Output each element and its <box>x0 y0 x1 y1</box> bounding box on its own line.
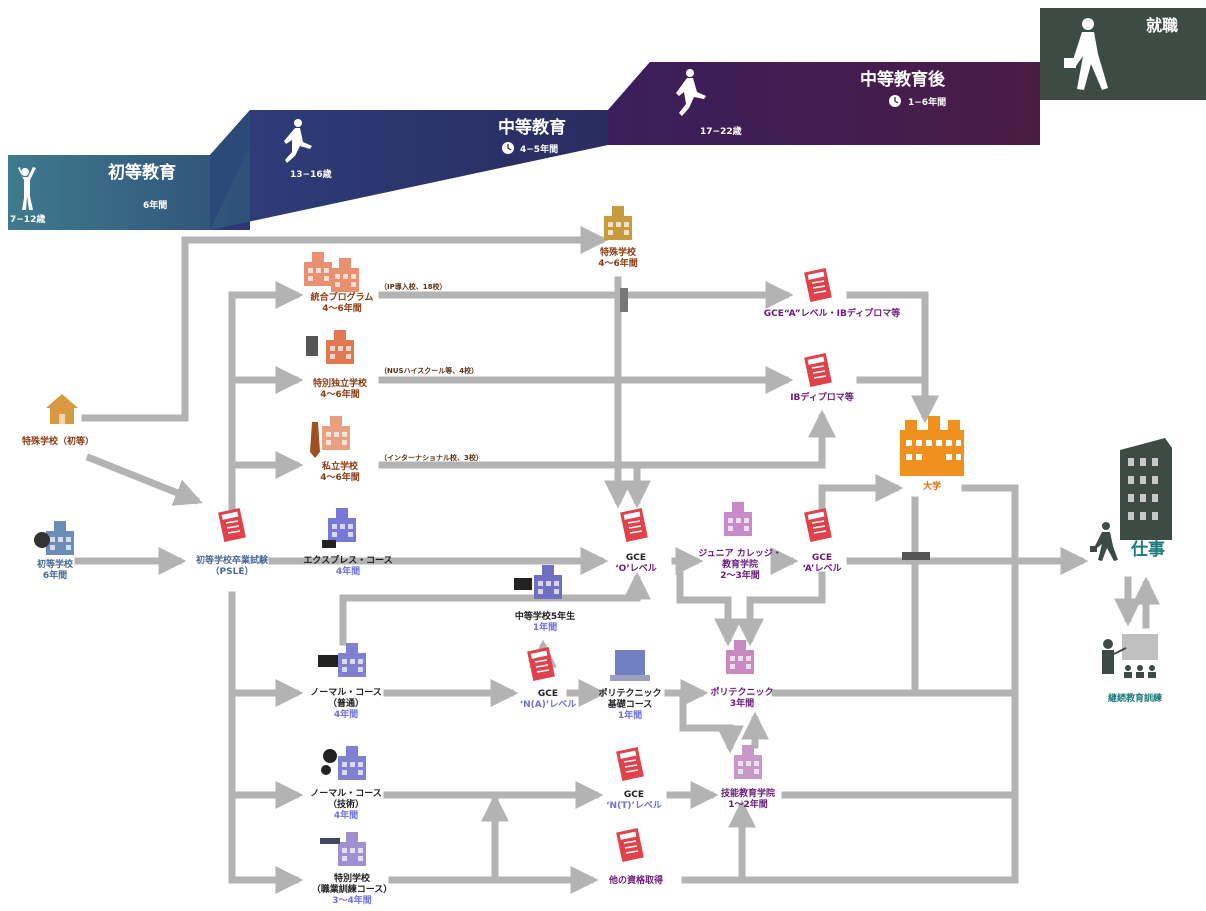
connector-lines <box>74 226 1160 894</box>
primary-school-icon <box>34 521 74 555</box>
stage-duration-primary: 6年間 <box>143 201 168 211</box>
university-icon <box>900 416 964 476</box>
stage-age-post-secondary: 17−22歳 <box>700 127 742 137</box>
stage-age-primary: 7−12歳 <box>10 215 46 225</box>
independent-school-icon <box>306 330 354 364</box>
clock-icon-2 <box>889 95 901 107</box>
stage-band-work <box>1040 8 1206 145</box>
clock-icon <box>502 142 514 154</box>
gce-o-label: GCE‘O’レベル <box>615 553 657 574</box>
integrated-program-note: （IP導入校、18校） <box>380 283 447 291</box>
walking-person-icon <box>1064 18 1108 90</box>
normal-academic-label: ノーマル・コース（普通）4年間 <box>310 688 382 720</box>
normal-technical-icon <box>321 746 366 780</box>
stage-title-work: 就職 <box>1146 16 1179 35</box>
walking-person-icon-work <box>1090 522 1118 561</box>
stage-band-secondary <box>210 62 650 230</box>
exam-paper-icon-gce-nt <box>615 746 645 782</box>
ite-icon <box>734 745 762 779</box>
polytechnic-icon <box>726 640 754 674</box>
work-label: 仕事 <box>1131 540 1165 560</box>
special-primary-school-icon <box>46 394 78 424</box>
vocational-school-label: 特別学校（職業訓練コース）3〜4年間 <box>311 874 393 906</box>
crossing-marker <box>620 288 628 312</box>
exam-paper-icon-gce-na <box>526 646 556 682</box>
stage-duration-secondary: 4−5年間 <box>520 145 559 155</box>
poly-foundation-icon <box>610 650 650 681</box>
exam-paper-icon-other <box>615 827 645 863</box>
exam-paper-icon-gce-a <box>803 507 833 543</box>
stage-title-primary: 初等教育 <box>108 163 176 183</box>
special-secondary-school-icon <box>604 206 632 240</box>
gce-a-ib-label: GCE“A”レベル・IBディプロマ等 <box>763 309 901 319</box>
gce-a-label: GCE‘A’レベル <box>802 553 842 574</box>
gce-na-label: GCE‘N(A)’レベル <box>519 689 577 710</box>
junior-college-icon <box>724 502 752 536</box>
private-school-icon <box>310 416 350 458</box>
exam-paper-icon-gce-a-ib <box>803 267 833 303</box>
independent-school-note: （NUSハイスクール等、4校） <box>380 367 479 375</box>
university-label: 大学 <box>922 482 942 492</box>
stage-age-secondary: 13−16歳 <box>290 170 332 180</box>
exam-paper-icon-psle <box>217 507 247 543</box>
stage-title-post-secondary: 中等教育後 <box>860 70 945 90</box>
express-course-icon <box>322 508 356 548</box>
exam-paper-icon-gce-o <box>619 507 649 543</box>
private-school-note: （インターナショナル校、3校） <box>380 454 483 462</box>
running-person-icon <box>284 119 312 163</box>
office-tower-icon <box>1120 438 1172 540</box>
psle-label: 初等学校卒業試験（PSLE） <box>195 556 269 577</box>
stage-duration-post-secondary: 1−6年間 <box>908 98 947 108</box>
crossing-marker-2 <box>902 552 930 560</box>
teacher-icon <box>1102 634 1158 678</box>
stage-band-post-secondary <box>608 62 1040 145</box>
other-qualification-label: 他の資格取得 <box>608 876 664 886</box>
stage-title-secondary: 中等教育 <box>498 118 566 138</box>
integrated-program-school-icon <box>304 252 359 292</box>
sec5-school-icon <box>514 565 562 599</box>
continuing-education-label: 継続教育訓練 <box>1107 694 1163 704</box>
exam-paper-icon-ib <box>803 352 833 388</box>
running-person-icon-2 <box>676 69 706 116</box>
normal-academic-icon <box>318 643 366 677</box>
special-primary-label: 特殊学校（初等） <box>21 437 95 447</box>
vocational-school-icon <box>320 832 366 866</box>
gce-nt-label: GCE‘N(T)’レベル <box>606 790 662 811</box>
stage-band-primary <box>8 110 250 230</box>
standing-child-icon <box>18 167 36 210</box>
ib-diploma-label: IBディプロマ等 <box>790 393 854 403</box>
normal-technical-label: ノーマル・コース（技術）4年間 <box>310 789 382 821</box>
